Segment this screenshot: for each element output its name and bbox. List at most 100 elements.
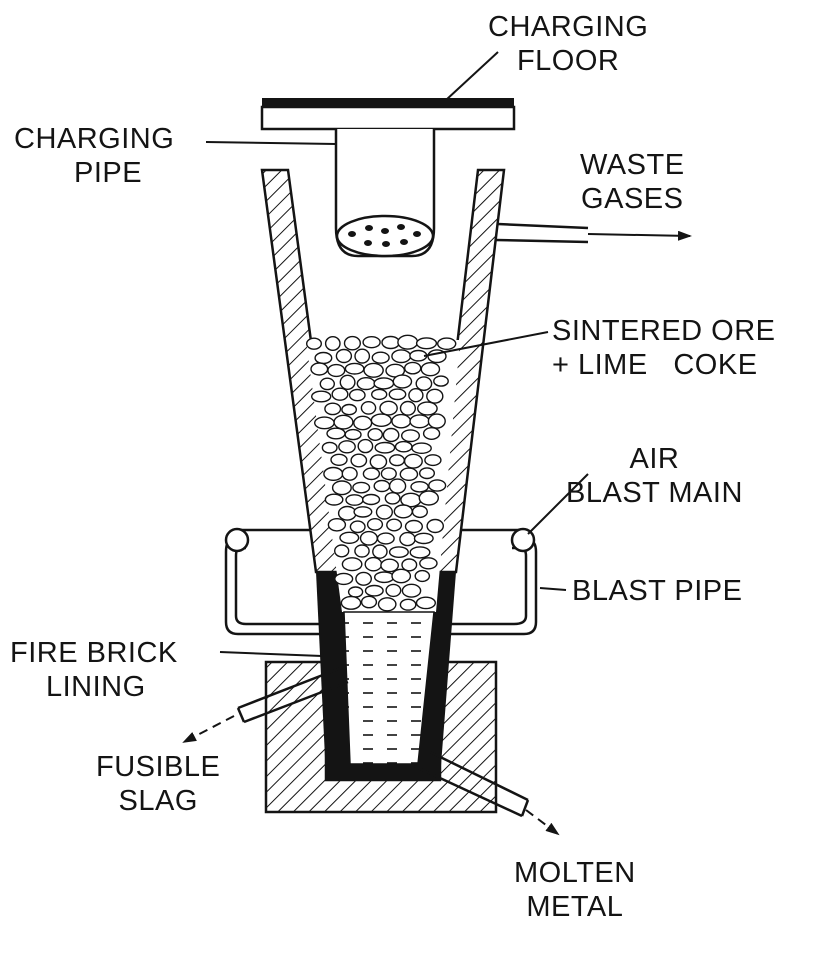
charge-pebble — [419, 467, 436, 480]
charge-pebble — [372, 544, 388, 559]
charge-pebble — [335, 348, 353, 364]
charge-pebble — [354, 348, 371, 364]
charge-pebble — [426, 388, 444, 404]
charge-pebble — [374, 571, 395, 584]
charge-pebble — [366, 518, 384, 531]
charge-pebble — [371, 388, 388, 401]
charge-pebble — [371, 351, 390, 364]
label-sintered-ore: SINTERED ORE+ LIME COKE — [552, 315, 776, 381]
charge-pebble — [381, 335, 401, 350]
charge-pebble — [321, 441, 338, 454]
leader-charging-floor — [445, 51, 499, 101]
charge-pebble — [341, 466, 358, 481]
charge-pebble — [362, 493, 381, 506]
charge-pebble — [314, 351, 333, 365]
charge-pebble — [414, 569, 431, 583]
charge-pebble — [354, 544, 370, 558]
charge-pebble — [388, 478, 407, 494]
charge-pebble — [415, 596, 436, 610]
charge-pebble — [331, 480, 352, 496]
charge-pebble — [370, 413, 392, 428]
charge-pebble — [349, 520, 366, 534]
charge-pebble — [324, 493, 344, 506]
charge-pebble — [344, 428, 362, 441]
charge-pebble — [408, 388, 424, 403]
charging-floor — [260, 98, 516, 131]
charge-pebble — [403, 453, 423, 469]
charge-pebble — [347, 586, 364, 598]
charge-pebble — [334, 572, 354, 586]
fire-brick-lining — [316, 572, 456, 780]
charge-pebble — [369, 454, 388, 470]
charge-pebble — [415, 337, 438, 350]
molten-slag-region — [343, 611, 435, 765]
charge-pebble — [392, 374, 413, 389]
charge-pebble — [380, 467, 397, 481]
charge-pebble — [410, 480, 429, 493]
charge-pebble — [416, 401, 438, 416]
charge-pebble — [344, 362, 365, 375]
waste-gas-outlet — [495, 222, 692, 244]
charge-pebble — [376, 532, 395, 545]
charge-pebble — [324, 402, 342, 416]
charge-pebble — [415, 376, 433, 391]
charge-pebble — [306, 337, 323, 350]
charge-pebble — [360, 400, 377, 415]
charge-pebble — [367, 428, 384, 442]
charge-pebble — [382, 427, 400, 443]
charge-pebble — [333, 414, 354, 430]
charging-pipe — [334, 129, 436, 258]
charge-pebble — [411, 505, 429, 519]
charge-pebble — [384, 491, 401, 505]
charge-pebble — [433, 375, 449, 387]
charge-pebble — [385, 583, 402, 598]
charge-pebble — [339, 531, 360, 544]
charge-pebble — [399, 400, 417, 416]
charge-pebble — [437, 337, 457, 351]
charge-pebble — [426, 518, 445, 534]
charge-pebble — [364, 556, 383, 572]
charge-pebble — [399, 531, 416, 547]
charge-pebble — [337, 505, 357, 521]
charge-pebble — [411, 442, 432, 455]
charge-pebble — [341, 403, 357, 416]
charge-pebble — [401, 429, 421, 443]
charge-pebble — [327, 363, 346, 378]
charge-pebble — [357, 438, 374, 454]
charge-pebble — [389, 454, 406, 467]
charge-pebble — [391, 349, 412, 364]
charge-pebble — [323, 466, 344, 482]
leader-fire-brick — [219, 651, 323, 657]
charge-material — [306, 334, 460, 612]
charge-pebble — [324, 336, 341, 352]
charge-pebble — [331, 387, 349, 401]
charge-pebble — [399, 598, 417, 611]
charge-pebble — [404, 519, 423, 534]
charge-pebble — [393, 504, 413, 519]
charge-pebble — [319, 377, 335, 391]
charge-pebble — [409, 546, 431, 559]
leader-charging-pipe — [205, 141, 337, 145]
leader-air-blast — [527, 473, 589, 535]
charge-pebble — [424, 454, 442, 467]
charge-pebble — [373, 479, 391, 493]
charge-pebble — [379, 400, 398, 416]
metal-tap — [413, 750, 560, 836]
charge-pebble — [340, 595, 362, 610]
charge-pebble — [404, 361, 422, 375]
charge-pebble — [348, 388, 366, 402]
charge-pebble — [401, 583, 422, 598]
charge-pebble — [338, 440, 356, 454]
charge-pebble — [353, 506, 373, 518]
leader-lines — [205, 51, 589, 657]
charge-pebble — [362, 336, 381, 349]
charge-pebble — [355, 571, 372, 586]
charge-pebble — [391, 568, 412, 584]
charge-pebble — [388, 546, 409, 558]
charge-pebble — [420, 362, 441, 377]
charge-pebble — [374, 441, 396, 454]
